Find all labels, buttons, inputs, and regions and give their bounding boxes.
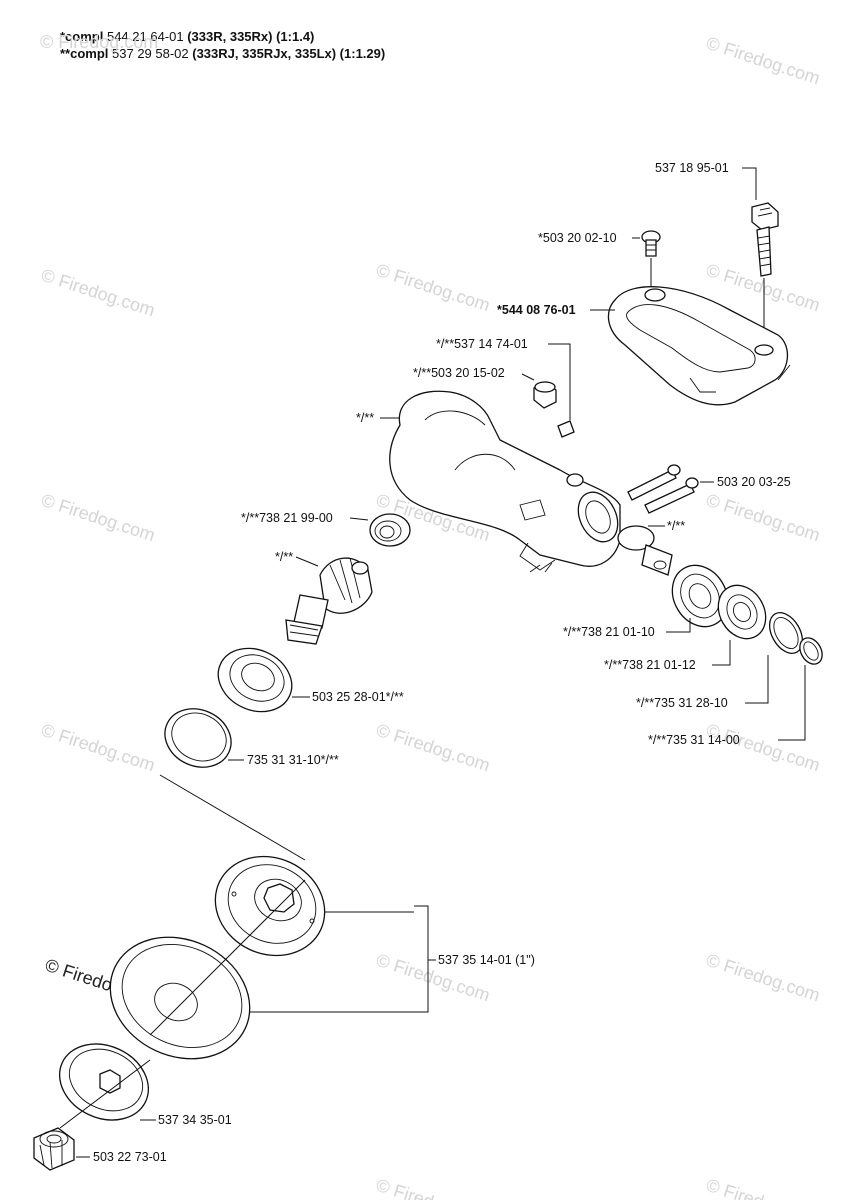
- part-label-537-18-95-01: 537 18 95-01: [655, 161, 729, 175]
- watermark: © Firedog.com: [704, 490, 823, 546]
- leader-line: [712, 640, 731, 666]
- leader-line: [778, 665, 806, 741]
- part-label-503-20-02-10: *503 20 02-10: [538, 231, 617, 245]
- watermark: © Firedog.com: [39, 490, 158, 546]
- drive-disc-part: [214, 855, 326, 957]
- part-label-738-21-01-10: */**738 21 01-10: [563, 625, 655, 639]
- assembly-axis-line: [159, 774, 306, 861]
- leader-line: [745, 655, 769, 704]
- watermark: © Firedog.com: [704, 950, 823, 1006]
- part-label-pinion: */**: [667, 519, 685, 533]
- leader-line: [742, 167, 757, 200]
- bearing-738-21-01-12-part: [717, 584, 767, 640]
- watermark: © Firedog.com: [40, 32, 158, 52]
- header-line-2: **compl 537 29 58-02 (333RJ, 335RJx, 335…: [60, 46, 385, 62]
- part-label-bevel-gear: */**: [275, 550, 293, 564]
- part-label-537-14-74-01: */**537 14 74-01: [436, 337, 528, 351]
- circlip-735-31-28-10-part: [768, 612, 804, 654]
- watermark: © Firedog.com: [39, 720, 158, 776]
- leader-line: [548, 343, 571, 420]
- gear-housing-part: [389, 390, 621, 573]
- part-label-503-22-73-01: 503 22 73-01: [93, 1150, 167, 1164]
- assembly-axis-line: [59, 1059, 151, 1129]
- watermark: © Firedog.com: [374, 1175, 493, 1200]
- leader-line: [349, 517, 369, 521]
- part-label-503-20-15-02: */**503 20 15-02: [413, 366, 505, 380]
- small-bearing-part: [369, 513, 411, 547]
- lower-disc-part: [58, 1043, 150, 1121]
- part-label-housing: */**: [356, 411, 374, 425]
- leader-line: [295, 556, 319, 567]
- part-label-738-21-01-12: */**738 21 01-12: [604, 658, 696, 672]
- circlip-735-31-31-10-part: [164, 708, 232, 768]
- part-label-537-34-35-01: 537 34 35-01: [158, 1113, 232, 1127]
- header-line-1-number: 544 21 64-01: [106, 29, 188, 44]
- part-label-503-20-03-25: 503 20 03-25: [717, 475, 791, 489]
- long-screws-part: [627, 464, 699, 514]
- support-cup-part: [109, 936, 251, 1060]
- circlip-735-31-14-00-part: [799, 637, 823, 665]
- part-label-735-31-14-00: */**735 31 14-00: [648, 733, 740, 747]
- header-line-1: *compl 544 21 64-01 (333R, 335Rx) (1:1.4…: [60, 29, 314, 45]
- guard-bracket-part: [607, 286, 791, 406]
- header-line-2-number: 537 29 58-02: [112, 46, 193, 61]
- header-line-1-models: (333R, 335Rx) (1:1.4): [187, 29, 315, 44]
- watermark: © Firedog.com: [39, 265, 158, 321]
- header-line-1-prefix: *compl: [60, 29, 107, 44]
- bracket-line: [414, 905, 429, 1013]
- small-screw-part: [641, 230, 661, 257]
- watermark: © Firedog.com: [374, 720, 493, 776]
- bearing-503-25-28-01-part: [217, 647, 293, 713]
- part-label-738-21-99-00: */**738 21 99-00: [241, 511, 333, 525]
- pinion-part: [617, 525, 673, 576]
- watermark: © Firedog.com: [704, 33, 823, 89]
- bevel-gear-shaft-part: [285, 557, 373, 645]
- clamp-screw-part: [751, 202, 779, 277]
- header-line-2-prefix: **compl: [60, 46, 113, 61]
- nut-part: [33, 1127, 75, 1171]
- leader-line: [666, 618, 691, 633]
- part-label-735-31-31-10: 735 31 31-10*/**: [247, 753, 339, 767]
- header-line-2-models: (333RJ, 335RJx, 335Lx) (1:1.29): [192, 46, 386, 61]
- watermark: © Firedog.com: [374, 260, 493, 316]
- part-label-544-08-76-01: *544 08 76-01: [497, 303, 576, 317]
- assembly-axis-line: [149, 879, 306, 1036]
- plug-part: [533, 381, 575, 438]
- leader-line: [521, 373, 535, 381]
- watermark: © Firedog.com: [704, 1175, 823, 1200]
- bearing-738-21-01-10-part: [671, 564, 729, 628]
- part-label-735-31-28-10: */**735 31 28-10: [636, 696, 728, 710]
- part-label-503-25-28-01: 503 25 28-01*/**: [312, 690, 404, 704]
- part-label-537-35-14-01: 537 35 14-01 (1"): [438, 953, 535, 967]
